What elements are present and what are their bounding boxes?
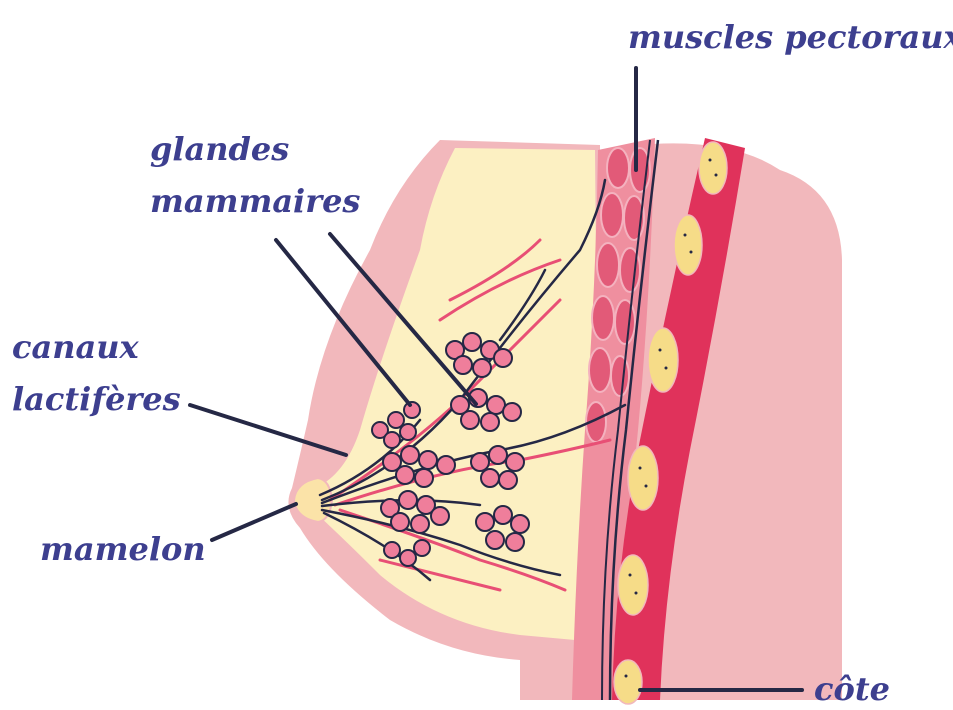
label-mammary-glands-line2: mammaires xyxy=(150,182,360,220)
lobule xyxy=(415,469,433,487)
lobule xyxy=(486,531,504,549)
label-rib: côte xyxy=(814,670,890,708)
rib-bone xyxy=(618,555,648,615)
rib-bone xyxy=(648,328,678,392)
bone-dot xyxy=(629,574,632,577)
muscle-cell xyxy=(601,193,623,237)
lobule xyxy=(437,456,455,474)
bone-dot xyxy=(690,251,693,254)
lobule xyxy=(401,446,419,464)
lobule xyxy=(454,356,472,374)
lobule xyxy=(384,542,400,558)
lobule xyxy=(411,515,429,533)
rib-bone xyxy=(674,215,702,275)
lobule xyxy=(503,403,521,421)
lobule xyxy=(473,359,491,377)
lobule xyxy=(494,506,512,524)
lobule xyxy=(400,550,416,566)
label-milk-ducts-line2: lactifères xyxy=(12,380,181,418)
lobule xyxy=(481,469,499,487)
lobule xyxy=(499,471,517,489)
bone-dot xyxy=(659,349,662,352)
lobule xyxy=(396,466,414,484)
muscle-cell xyxy=(597,243,619,287)
lobule xyxy=(404,402,420,418)
lobule xyxy=(388,412,404,428)
bone-dot xyxy=(635,592,638,595)
muscle-cell xyxy=(589,348,611,392)
rib-bone xyxy=(699,142,727,194)
bone-dot xyxy=(639,467,642,470)
lobule xyxy=(419,451,437,469)
lobule xyxy=(511,515,529,533)
label-milk-ducts-line1: canaux xyxy=(12,328,139,366)
bone-dot xyxy=(625,675,628,678)
lobule xyxy=(384,432,400,448)
lobule xyxy=(481,413,499,431)
muscle-cell xyxy=(611,356,629,396)
bone-dot xyxy=(645,485,648,488)
lobule xyxy=(391,513,409,531)
lobule xyxy=(463,333,481,351)
lobule xyxy=(476,513,494,531)
lobule xyxy=(489,446,507,464)
muscle-cell xyxy=(592,296,614,340)
lobule xyxy=(431,507,449,525)
muscle-cell xyxy=(607,148,629,188)
bone-dot xyxy=(665,367,668,370)
label-pectoral-muscles: muscles pectoraux xyxy=(628,18,953,56)
lobule xyxy=(506,453,524,471)
lobule xyxy=(494,349,512,367)
leader-nipple xyxy=(212,504,296,540)
rib-bone xyxy=(614,660,642,704)
muscle-cell xyxy=(615,300,635,344)
lobule xyxy=(400,424,416,440)
lobule xyxy=(414,540,430,556)
bone-dot xyxy=(684,234,687,237)
lobule xyxy=(471,453,489,471)
bone-dot xyxy=(709,159,712,162)
lobule xyxy=(461,411,479,429)
lobule xyxy=(399,491,417,509)
label-nipple: mamelon xyxy=(40,530,206,568)
rib-bone xyxy=(628,446,658,510)
lobule xyxy=(506,533,524,551)
bone-dot xyxy=(715,174,718,177)
label-mammary-glands-line1: glandes xyxy=(150,130,289,168)
